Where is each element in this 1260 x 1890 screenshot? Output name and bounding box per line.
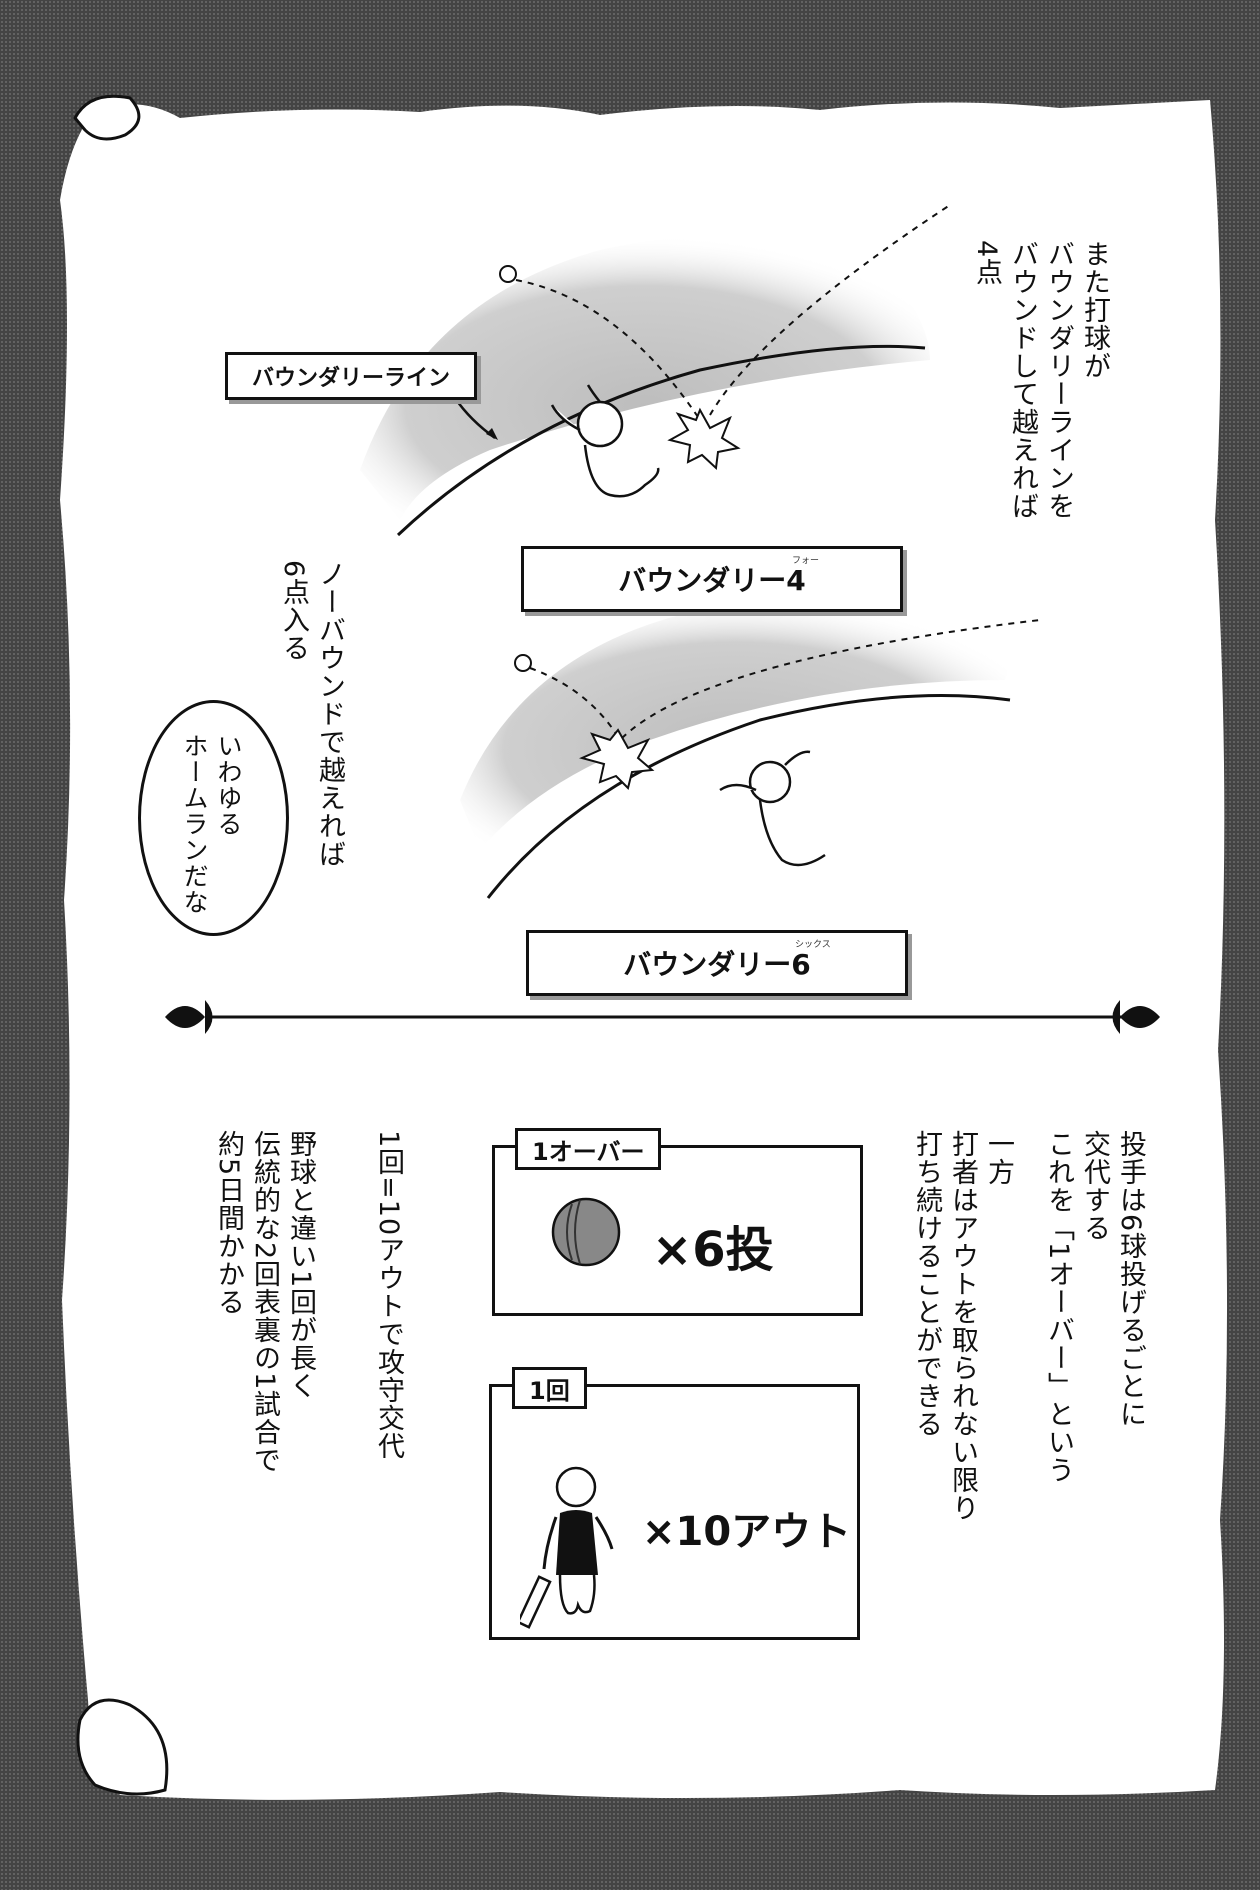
- boundary-6-text: バウンダリー6: [623, 948, 811, 981]
- impact-burst-top: [667, 407, 741, 471]
- over-panel: 1オーバー ×6投: [492, 1128, 863, 1316]
- bubble-text: いわゆる ホームランだな: [180, 733, 243, 915]
- caption-innings: 1回=10アウトで攻守交代: [373, 1130, 404, 1461]
- trajectory-bottom: [529, 619, 1041, 742]
- boundary-arc-top: [396, 344, 926, 537]
- caption-batsman: 一方 打者はアウトを取られない限り 打ち続けることができる: [911, 1130, 1014, 1522]
- innings-panel-title: 1回: [512, 1367, 587, 1409]
- batsman-icon: [520, 1466, 614, 1629]
- boundary-line-label: バウンダリーライン: [225, 352, 477, 400]
- caption-match: 野球と違い1回が長く 伝統的な2回表裏の1試合で 約5日間かかる: [213, 1130, 316, 1475]
- innings-panel-value: ×10アウト: [642, 1509, 852, 1555]
- caption-bowler: 投手は6球投げるごとに 交代する これを「1オーバー」という: [1043, 1130, 1146, 1485]
- boundary-arc-bottom: [486, 694, 1011, 899]
- caption-bound-four: また打球が バウンダリーラインを バウンドして越えれば 4点: [971, 240, 1110, 520]
- innings-panel: 1回 ×10アウト: [489, 1367, 860, 1640]
- boundary-4-ruby: フォー: [792, 556, 820, 566]
- over-panel-title: 1オーバー: [515, 1128, 662, 1170]
- boundary-line-text: バウンダリーライン: [251, 366, 450, 391]
- scroll-curl-top: [73, 94, 141, 141]
- fielder-bottom: [719, 750, 826, 867]
- fielder-top: [550, 384, 660, 498]
- boundary-6-ruby: シックス: [795, 940, 831, 950]
- ball-bottom: [514, 654, 532, 672]
- arrow-head: [486, 428, 498, 440]
- ball-top: [499, 265, 517, 283]
- field-top: [360, 234, 930, 520]
- boundary-6-label: シックス バウンダリー6: [526, 930, 908, 996]
- boundary-4-label: フォー バウンダリー4: [521, 546, 903, 612]
- trajectory-top-2: [709, 204, 951, 416]
- divider-fleur-right: [1112, 1000, 1160, 1034]
- divider-fleur-left: [165, 1000, 213, 1034]
- speech-bubble: いわゆる ホームランだな: [138, 700, 289, 936]
- impact-burst-bottom: [579, 728, 655, 790]
- over-panel-value: ×6投: [652, 1222, 774, 1278]
- scroll-curl-bottom: [76, 1698, 169, 1796]
- caption-no-bound-six: ノーバウンドで越えれば 6点入る: [278, 560, 345, 868]
- trajectory-top-1: [515, 279, 701, 421]
- field-bottom: [460, 596, 1010, 850]
- cricket-ball-icon: [551, 1197, 621, 1267]
- boundary-4-text: バウンダリー4: [618, 564, 806, 597]
